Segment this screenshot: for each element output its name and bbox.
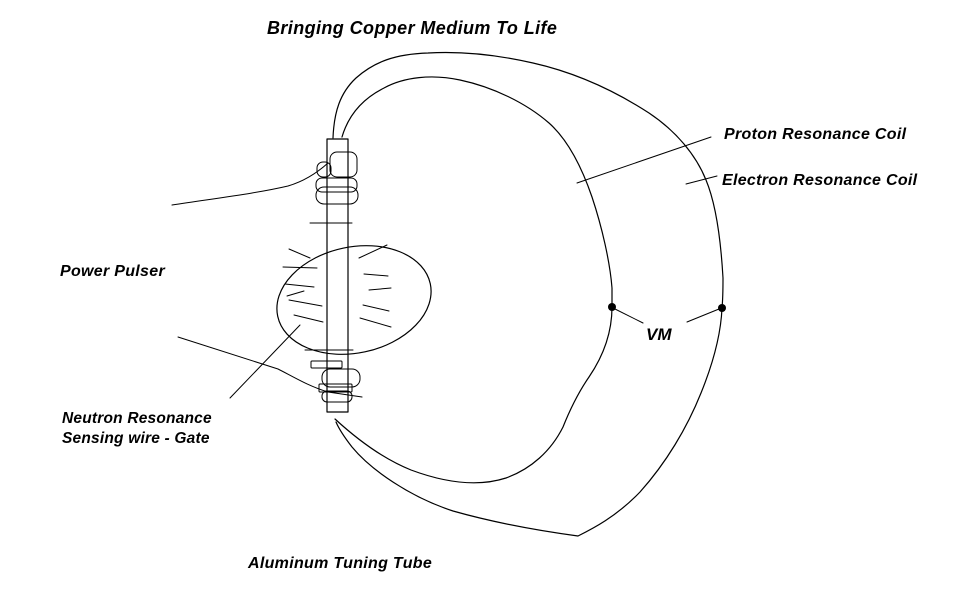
electron-coil-curve (332, 51, 724, 537)
power-pulser-label: Power Pulser (60, 263, 165, 280)
neutron-gate-label-line1: Neutron Resonance (62, 410, 212, 427)
vm-probe-dot-right (718, 304, 726, 312)
electron-coil-label: Electron Resonance Coil (722, 172, 918, 189)
tuning-tube (326, 138, 349, 413)
bottom-winding-1 (310, 360, 343, 369)
bottom-winding-3 (318, 383, 353, 393)
power-lead-upper (171, 162, 329, 206)
vm-leader-left (614, 308, 644, 324)
top-winding-2 (316, 161, 332, 178)
power-pulser-ellipse (276, 245, 432, 355)
proton-coil-curve (334, 76, 613, 484)
bottom-winding-2 (321, 368, 361, 388)
diagram-title: Bringing Copper Medium To Life (267, 18, 557, 38)
top-winding-4 (315, 186, 359, 205)
proton-coil-label: Proton Resonance Coil (724, 126, 907, 143)
top-winding-1 (329, 151, 358, 178)
neutron-gate-label-line2: Sensing wire - Gate (62, 430, 210, 447)
neutron-gate-leader (229, 324, 301, 399)
power-pulser-body (276, 245, 432, 355)
vm-leader-right (686, 308, 720, 323)
electron-coil-leader (685, 175, 718, 185)
power-lead-lower (177, 336, 363, 398)
vm-label: VM (646, 325, 672, 344)
bottom-winding-4 (321, 390, 353, 403)
tuning-tube-label: Aluminum Tuning Tube (247, 555, 432, 572)
top-winding-3 (315, 177, 358, 193)
hatch-marks (282, 244, 392, 328)
proton-coil-leader (576, 136, 712, 184)
vm-probe-dot-left (608, 303, 616, 311)
